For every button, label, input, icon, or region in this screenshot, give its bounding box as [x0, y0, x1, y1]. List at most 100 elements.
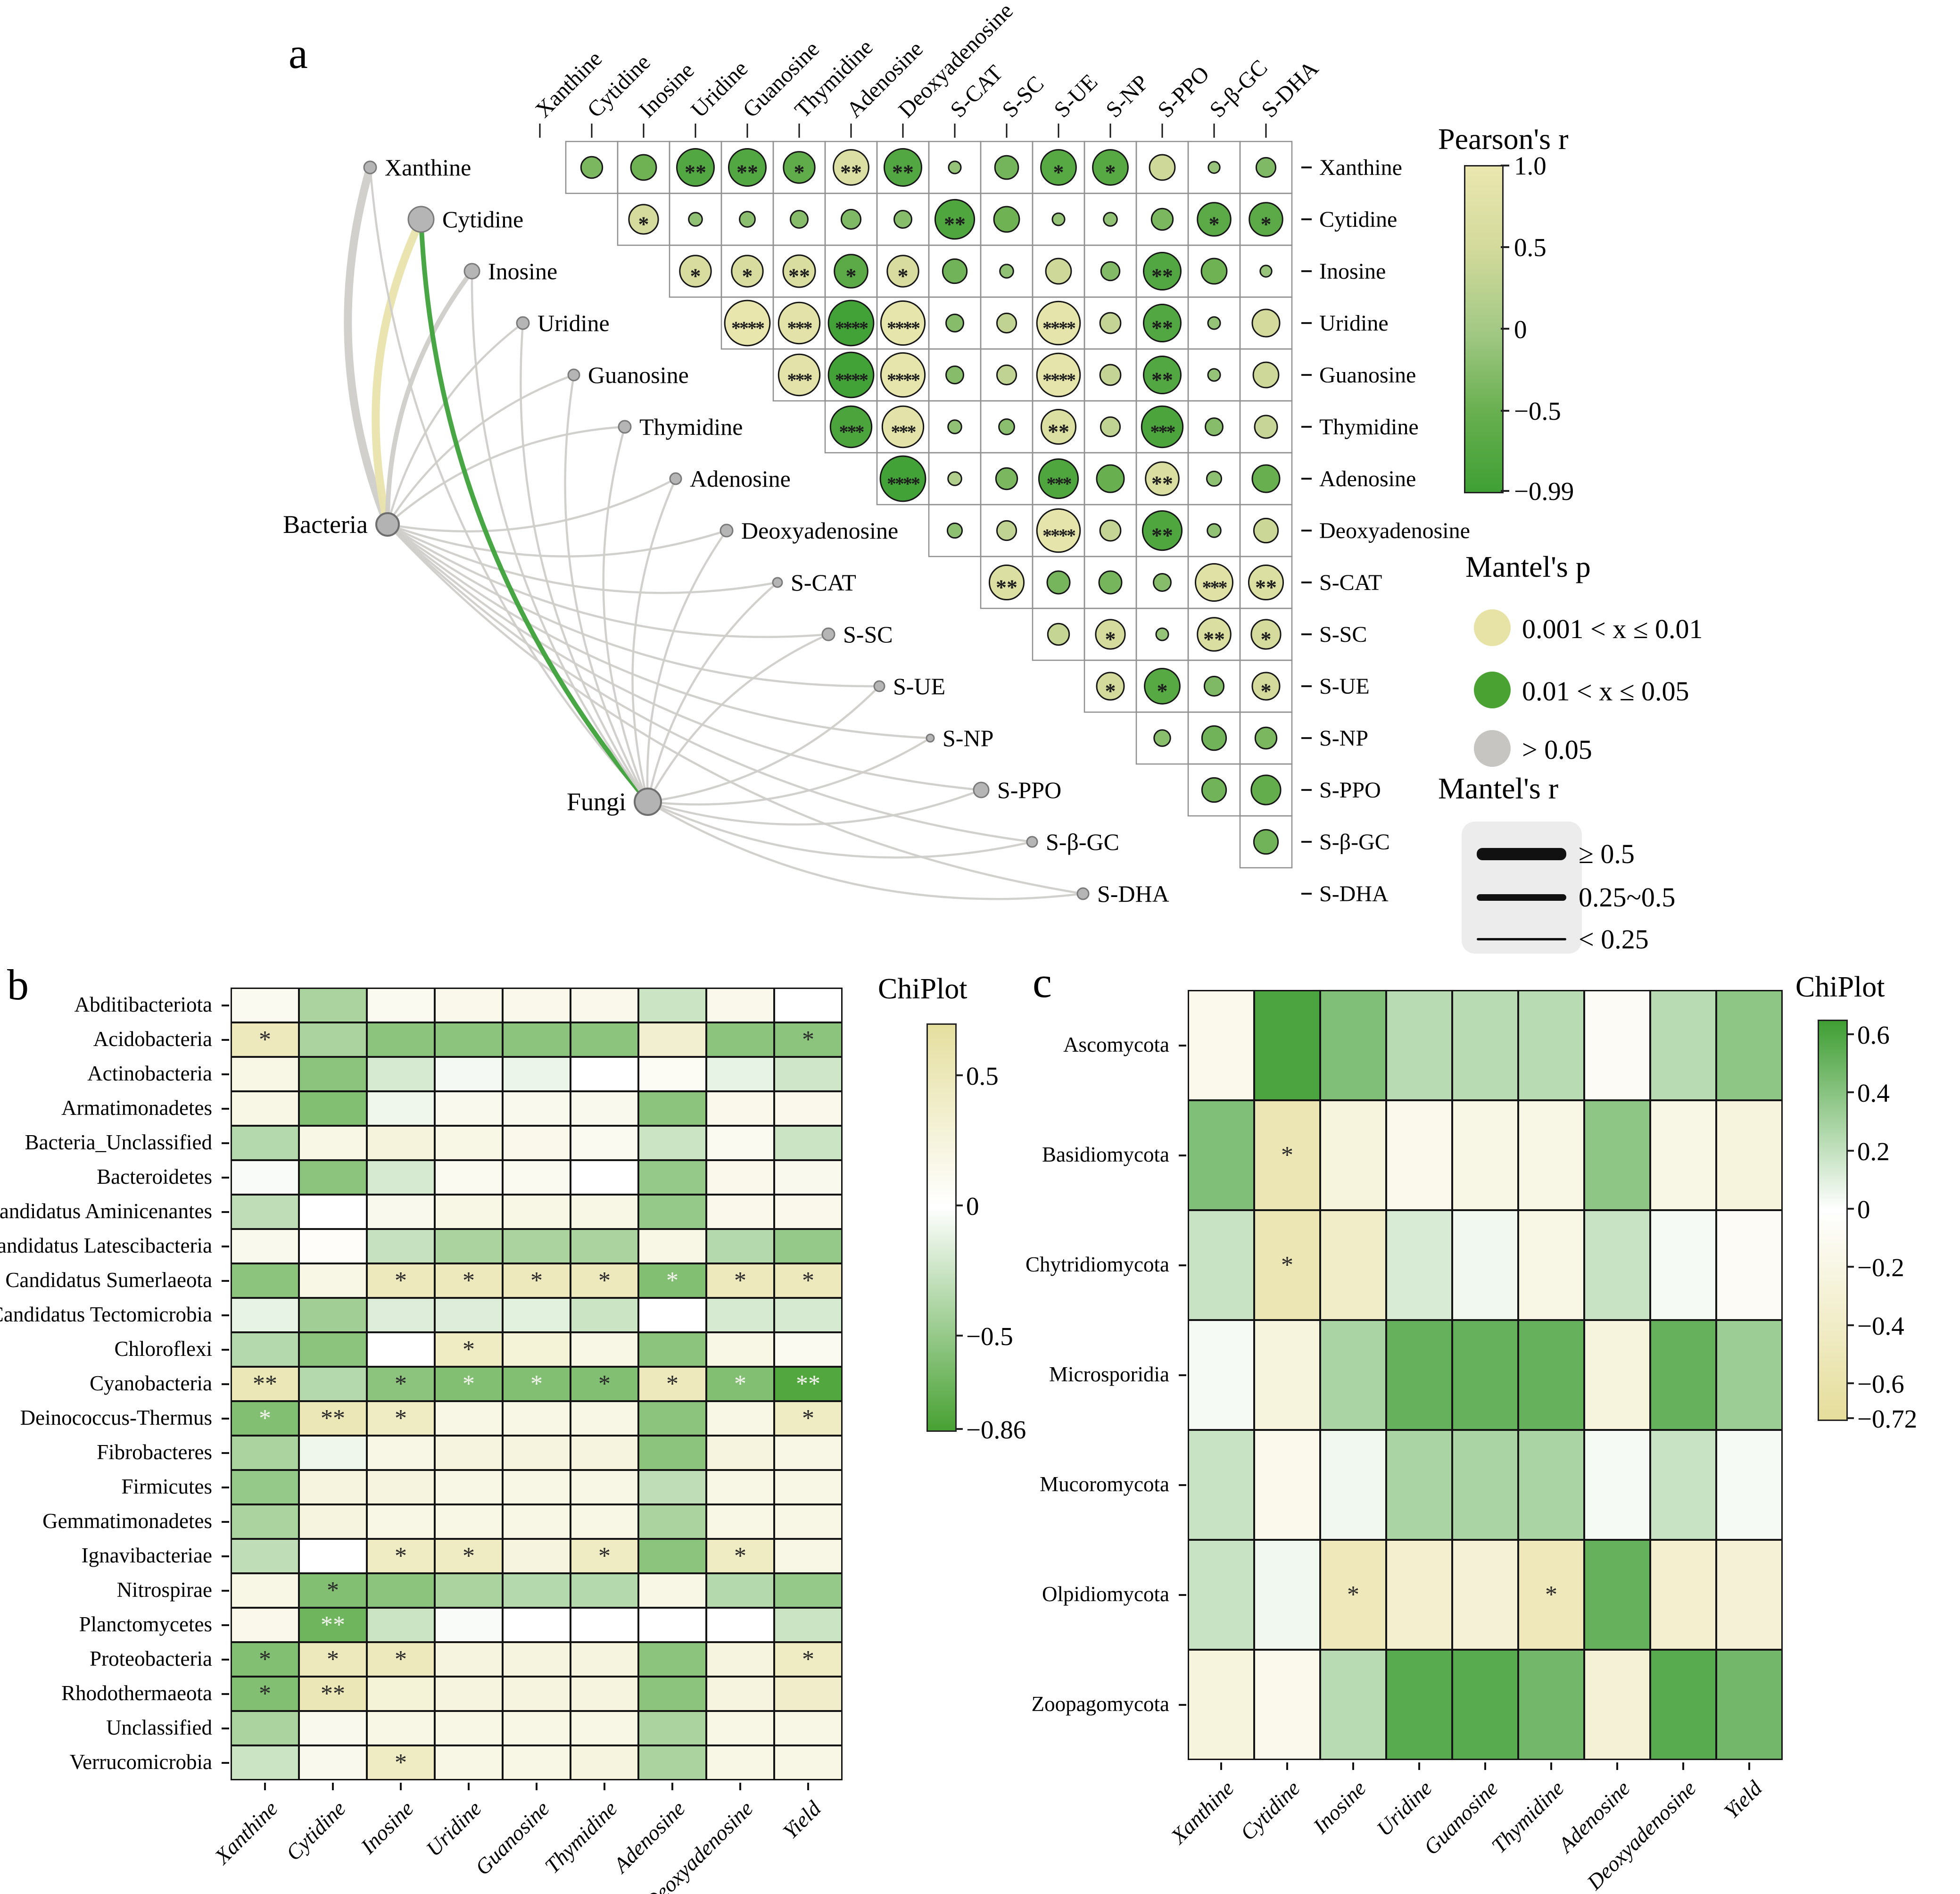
heatmap-cell: *: [231, 1401, 299, 1436]
pearson-colorbar: [1464, 165, 1504, 493]
matrix-cell-circle: [1195, 563, 1233, 602]
heatmap-cell: [1386, 1540, 1452, 1650]
matrix-cell-circle: [1205, 417, 1224, 436]
heatmap-cell: [1518, 1210, 1584, 1320]
heatmap-cell: [774, 1573, 842, 1608]
heatmap-cell: [774, 1126, 842, 1160]
matrix-cell-circle: [1254, 415, 1278, 439]
heatmap-row-label: Candidatus Sumerlaeota: [5, 1268, 212, 1292]
row-tick: [222, 1245, 229, 1247]
heatmap-cell: [367, 1470, 435, 1504]
row-tick: [222, 1211, 229, 1213]
heatmap-cell: [1386, 1430, 1452, 1540]
matrix-cell-circle: [827, 299, 875, 347]
matrix-cell-circle: [688, 212, 703, 227]
matrix-cell-circle: [1207, 368, 1221, 382]
heatmap-row-label: Olpidiomycota: [1042, 1582, 1169, 1606]
network-node-label: Inosine: [488, 258, 557, 284]
heatmap-cell: [1716, 1320, 1782, 1430]
heatmap-row-label: Zoopagomycota: [1031, 1692, 1169, 1716]
matrix-column-label: S-PPO: [1153, 61, 1214, 123]
heatmap-cell: [571, 1745, 638, 1780]
matrix-cell-circle: [1150, 208, 1174, 231]
heatmap-row-label: Firmicutes: [121, 1474, 212, 1498]
network-edge-bacteria-deoxyadenosine: [386, 523, 728, 558]
heatmap-cell: [367, 988, 435, 1022]
heatmap-cell: [638, 1642, 706, 1677]
matrix-cell-stars: **: [1203, 627, 1225, 651]
column-tick: [1418, 1762, 1420, 1770]
matrix-cell-circle: [630, 154, 657, 181]
heatmap-cell: [367, 1436, 435, 1470]
heatmap-cell: [638, 1195, 706, 1229]
matrix-cell-stars: ****: [887, 369, 920, 390]
matrix-cell-stars: **: [685, 160, 706, 184]
heatmap-cell: *: [503, 1367, 571, 1401]
heatmap-cell: [503, 1229, 571, 1263]
matrix-cell-circle: [934, 199, 976, 240]
network-nodes: XanthineCytidineInosineUridineGuanosineT…: [283, 154, 1169, 907]
heatmap-cell: [571, 1711, 638, 1745]
network-edge-fungi-uridine: [520, 322, 649, 803]
heatmap-cell: [774, 1608, 842, 1642]
heatmap-cell: [638, 1436, 706, 1470]
matrix-cell-circle: [1206, 470, 1223, 487]
matrix-cell-stars: **: [736, 160, 758, 184]
network-edges: [344, 163, 1084, 900]
matrix-cell-stars: ***: [787, 317, 812, 339]
heatmap-cell: *: [299, 1642, 367, 1677]
matrix-cell-circle: [947, 419, 962, 434]
network-node-label: Deoxyadenosine: [741, 517, 898, 544]
matrix-cell-stars: *: [1261, 212, 1272, 236]
matrix-cell-circle: [1095, 619, 1126, 650]
row-tick: [222, 1486, 229, 1488]
matrix-cell-circle: [1099, 519, 1122, 542]
matrix-cell-circle: [1038, 458, 1079, 499]
matrix-cell-circle: [1040, 408, 1077, 445]
heatmap-cell: *: [706, 1539, 774, 1573]
matrix-cell-circle: [1251, 308, 1281, 338]
network-node-cytidine: [407, 206, 435, 233]
heatmap-cell: *: [1254, 1100, 1320, 1210]
network-hub-label: Bacteria: [283, 510, 368, 539]
network-node-inosine: [463, 263, 480, 280]
row-tick: [222, 1452, 229, 1454]
heatmap-cell: *: [638, 1263, 706, 1298]
matrix-cell-stars: *: [898, 264, 909, 288]
row-tick: [222, 1624, 229, 1626]
network-edge-fungi-xanthine: [369, 166, 649, 803]
panel-c-colorbar-title: ChiPlot: [1795, 971, 1885, 1003]
matrix-cell-stars: **: [840, 160, 862, 184]
row-tick: [1179, 1264, 1186, 1266]
heatmap-cell: [571, 1160, 638, 1195]
heatmap-row-label: Nitrospirae: [116, 1578, 212, 1602]
matrix-cell-circle: [1255, 157, 1277, 178]
heatmap-cell: *: [1518, 1540, 1584, 1650]
matrix-cell-stars: *: [1261, 679, 1272, 703]
heatmap-cell: [367, 1298, 435, 1332]
heatmap-cell: *: [231, 1642, 299, 1677]
heatmap-row-label: Cyanobacteria: [90, 1371, 212, 1395]
matrix-cell-circle: [1143, 356, 1182, 394]
heatmap-cell: [706, 988, 774, 1022]
row-tick: [1179, 1484, 1186, 1486]
heatmap-cell: [1716, 1100, 1782, 1210]
heatmap-cell: [299, 1745, 367, 1780]
heatmap-cell: *: [774, 1401, 842, 1436]
heatmap-row-label: Chloroflexi: [114, 1337, 212, 1361]
heatmap-cell: [706, 1195, 774, 1229]
heatmap-cell: *: [435, 1263, 503, 1298]
pearson-colorbar-tick: [1501, 246, 1509, 248]
colorbar-tick-label: −0.72: [1857, 1404, 1918, 1433]
network-node-label: Cytidine: [442, 206, 523, 233]
heatmap-cell: [435, 1504, 503, 1539]
heatmap-cell: [299, 1195, 367, 1229]
matrix-cell-circle: [1201, 777, 1227, 803]
heatmap-cell: [299, 1091, 367, 1126]
heatmap-row-label: Ignavibacteriae: [81, 1543, 212, 1567]
pearson-colorbar-tick: [1501, 409, 1509, 412]
matrix-cell-circle: [1144, 668, 1181, 705]
colorbar-tick: [955, 1074, 963, 1077]
heatmap-cell: [706, 1436, 774, 1470]
heatmap-cell: [706, 1642, 774, 1677]
